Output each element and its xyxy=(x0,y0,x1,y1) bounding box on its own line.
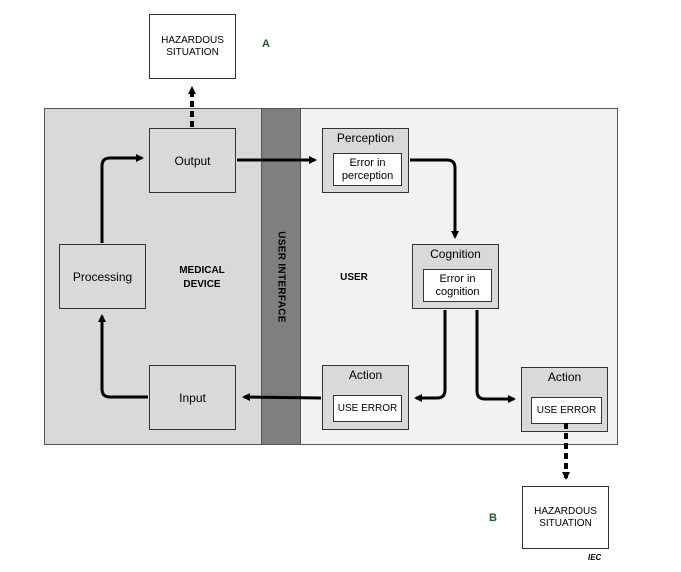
label-b: B xyxy=(489,512,497,524)
arrow-action-to-input xyxy=(242,393,322,402)
hazardous-situation-a: HAZARDOUS SITUATION xyxy=(149,14,236,79)
input-box: Input xyxy=(149,365,236,430)
medical-device-label: MEDICAL DEVICE xyxy=(179,265,225,290)
user-label: USER xyxy=(340,272,368,283)
processing-box: Processing xyxy=(59,244,146,309)
cognition-title: Cognition xyxy=(430,247,481,261)
output-box: Output xyxy=(149,128,236,193)
arrow-cognition-to-action-left xyxy=(414,310,447,402)
iec-mark: IEC xyxy=(588,553,602,562)
arrow-input-to-processing xyxy=(98,314,148,399)
hazardous-situation-b-text: HAZARDOUS SITUATION xyxy=(534,505,597,529)
action-right-box: Action USE ERROR xyxy=(521,367,608,432)
arrow-cognition-to-action-right xyxy=(475,310,516,403)
perception-error-text: Error in perception xyxy=(341,156,394,182)
cognition-error-box: Error in cognition xyxy=(423,269,492,302)
cognition-error-text: Error in cognition xyxy=(435,272,480,298)
action-left-title: Action xyxy=(348,368,383,382)
hazardous-situation-a-text: HAZARDOUS SITUATION xyxy=(161,34,224,58)
action-right-error-box: USE ERROR xyxy=(531,397,602,424)
processing-label: Processing xyxy=(72,269,133,284)
perception-error-box: Error in perception xyxy=(333,153,402,186)
hazardous-situation-b: HAZARDOUS SITUATION xyxy=(522,486,609,549)
output-label: Output xyxy=(174,153,211,168)
arrow-processing-to-output xyxy=(100,154,144,243)
cognition-box: Cognition Error in cognition xyxy=(412,244,499,309)
action-right-title: Action xyxy=(547,370,582,384)
perception-title: Perception xyxy=(336,131,395,145)
arrow-perception-to-cognition xyxy=(410,158,459,239)
action-left-error-box: USE ERROR xyxy=(333,395,402,422)
action-right-error-text: USE ERROR xyxy=(536,405,597,416)
user-interface-strip: USER INTERFACE xyxy=(261,108,301,445)
input-label: Input xyxy=(179,390,206,405)
label-a: A xyxy=(262,38,270,50)
action-left-error-text: USE ERROR xyxy=(337,403,398,414)
perception-box: Perception Error in perception xyxy=(322,128,409,193)
action-left-box: Action USE ERROR xyxy=(322,365,409,430)
